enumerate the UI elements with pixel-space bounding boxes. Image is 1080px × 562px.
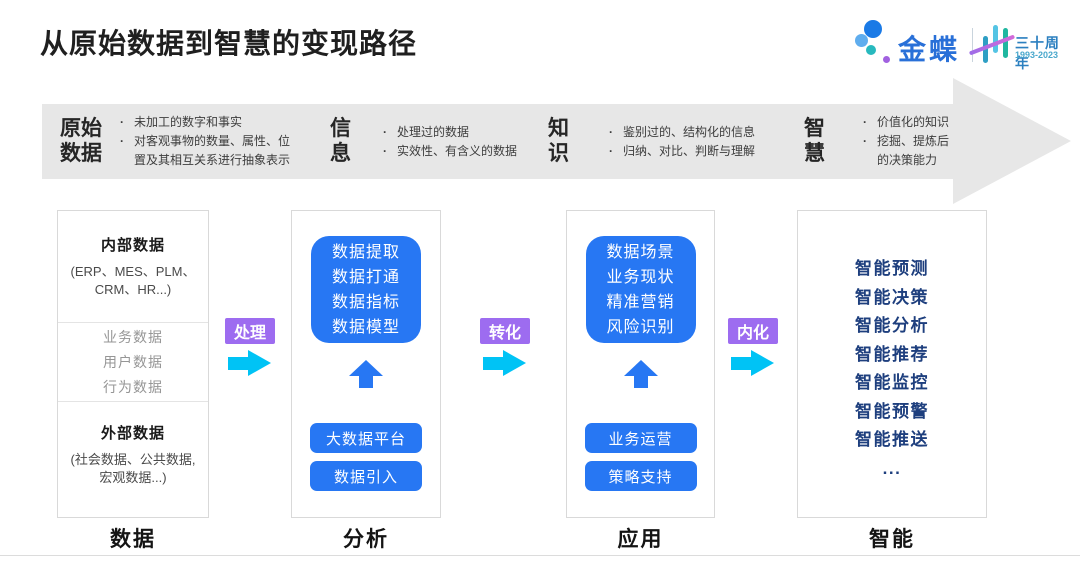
up-arrow-icon — [623, 360, 658, 388]
big-data-platform-pill: 大数据平台 — [310, 423, 422, 453]
footer-divider — [0, 555, 1080, 556]
anniversary-mark-icon — [993, 25, 998, 53]
up-arrow-icon — [349, 360, 383, 388]
analysis-capability-box: 数据提取 数据打通 数据指标 数据模型 — [311, 236, 421, 343]
column-label-data: 数据 — [110, 528, 156, 551]
right-arrow-icon — [731, 350, 778, 376]
right-arrow-icon — [228, 350, 275, 376]
anniversary-label: 三十周年 — [1015, 35, 1060, 71]
data-import-pill: 数据引入 — [310, 461, 422, 491]
stage-information: 信 息 处理过的数据 实效性、有含义的数据 — [330, 104, 517, 179]
capability-item: 精准营销 — [606, 293, 675, 311]
internal-data-section: 内部数据 (ERP、MES、PLM、 CRM、HR...) — [58, 211, 208, 322]
internal-data-title: 内部数据 — [100, 237, 165, 254]
internal-data-subtitle: (ERP、MES、PLM、 CRM、HR...) — [70, 264, 196, 297]
internalize-badge: 内化 — [728, 318, 778, 344]
dikw-arrow-banner: 原始 数据 未加工的数字和事实 对客观事物的数量、属性、位置及其相互关系进行抽象… — [42, 104, 953, 179]
data-type-item: 用户数据 — [103, 353, 163, 370]
application-box: 数据场景 业务现状 精准营销 风险识别 业务运营 策略支持 — [566, 210, 715, 518]
anniversary-mark-icon — [1003, 28, 1008, 58]
flow-arrow-transform: 转化 — [480, 318, 530, 376]
capability-item: 风险识别 — [606, 318, 675, 336]
capability-item: 数据打通 — [331, 268, 400, 286]
smart-item-ellipsis: ... — [882, 458, 902, 478]
smart-item: 智能预测 — [855, 259, 929, 278]
kingdee-dot-icon — [855, 34, 868, 47]
application-capability-box: 数据场景 业务现状 精准营销 风险识别 — [585, 236, 696, 343]
capability-item: 数据指标 — [331, 293, 400, 311]
logo-divider — [972, 28, 973, 62]
kingdee-dot-icon — [866, 45, 876, 55]
stage-point: 挖掘、提炼后的决策能力 — [853, 132, 953, 170]
data-sources-box: 内部数据 (ERP、MES、PLM、 CRM、HR...) 业务数据 用户数据 … — [57, 210, 209, 518]
anniversary-years: 1993-2023 — [1015, 50, 1059, 60]
transform-badge: 转化 — [480, 318, 530, 344]
smart-item: 智能分析 — [855, 316, 929, 335]
kingdee-logo: 金蝶 三十周年 1993-2023 — [855, 20, 1073, 72]
stage-point: 未加工的数字和事实 — [110, 113, 296, 132]
stage-point: 价值化的知识 — [853, 113, 953, 132]
stage-information-title: 信 息 — [330, 117, 351, 165]
business-operation-pill: 业务运营 — [584, 423, 697, 453]
stage-point: 鉴别过的、结构化的信息 — [599, 123, 755, 142]
data-type-item: 行为数据 — [103, 378, 163, 395]
stage-knowledge-title: 知 识 — [548, 117, 569, 165]
capability-item: 数据模型 — [331, 318, 400, 336]
column-label-analysis: 分析 — [343, 528, 389, 551]
stage-raw-data: 原始 数据 未加工的数字和事实 对客观事物的数量、属性、位置及其相互关系进行抽象… — [60, 104, 296, 179]
banner-arrowhead-icon — [953, 78, 1071, 204]
capability-item: 业务现状 — [606, 268, 675, 286]
page-title: 从原始数据到智慧的变现路径 — [40, 28, 418, 59]
kingdee-brand-name: 金蝶 — [898, 34, 961, 65]
smart-item: 智能预警 — [855, 401, 929, 421]
stage-raw-data-title: 原始 数据 — [60, 117, 102, 165]
external-data-subtitle: (社会数据、公共数据, 宏观数据...) — [70, 452, 196, 485]
stage-wisdom: 智 慧 价值化的知识 挖掘、提炼后的决策能力 — [804, 104, 953, 179]
kingdee-dot-icon — [883, 56, 890, 63]
stage-point: 对客观事物的数量、属性、位置及其相互关系进行抽象表示 — [110, 132, 296, 170]
intelligence-box: 智能预测 智能决策 智能分析 智能推荐 智能监控 智能预警 智能推送 ... — [797, 210, 987, 518]
stage-wisdom-title: 智 慧 — [804, 117, 825, 165]
stage-knowledge: 知 识 鉴别过的、结构化的信息 归纳、对比、判断与理解 — [548, 104, 755, 179]
smart-item: 智能推送 — [855, 430, 929, 449]
kingdee-dot-icon — [864, 20, 882, 38]
capability-item: 数据提取 — [331, 243, 400, 261]
smart-item: 智能决策 — [855, 287, 929, 307]
middle-data-section: 业务数据 用户数据 行为数据 — [58, 322, 208, 402]
capability-item: 数据场景 — [606, 243, 675, 261]
external-data-section: 外部数据 (社会数据、公共数据, 宏观数据...) — [58, 402, 208, 487]
column-label-intelligence: 智能 — [869, 528, 915, 551]
right-arrow-icon — [483, 350, 530, 376]
data-type-item: 业务数据 — [103, 328, 163, 345]
flow-arrow-process: 处理 — [225, 318, 275, 376]
column-label-application: 应用 — [617, 528, 664, 551]
stage-point: 处理过的数据 — [373, 123, 517, 142]
stage-point: 归纳、对比、判断与理解 — [599, 142, 755, 161]
anniversary-slash-icon — [968, 34, 1016, 56]
analysis-box: 数据提取 数据打通 数据指标 数据模型 大数据平台 数据引入 — [291, 210, 441, 518]
flow-arrow-internalize: 内化 — [728, 318, 778, 376]
smart-item: 智能监控 — [855, 373, 929, 392]
stage-point: 实效性、有含义的数据 — [373, 142, 517, 161]
smart-item: 智能推荐 — [855, 344, 929, 364]
external-data-title: 外部数据 — [100, 425, 165, 442]
strategy-support-pill: 策略支持 — [584, 461, 697, 491]
process-badge: 处理 — [225, 318, 275, 344]
